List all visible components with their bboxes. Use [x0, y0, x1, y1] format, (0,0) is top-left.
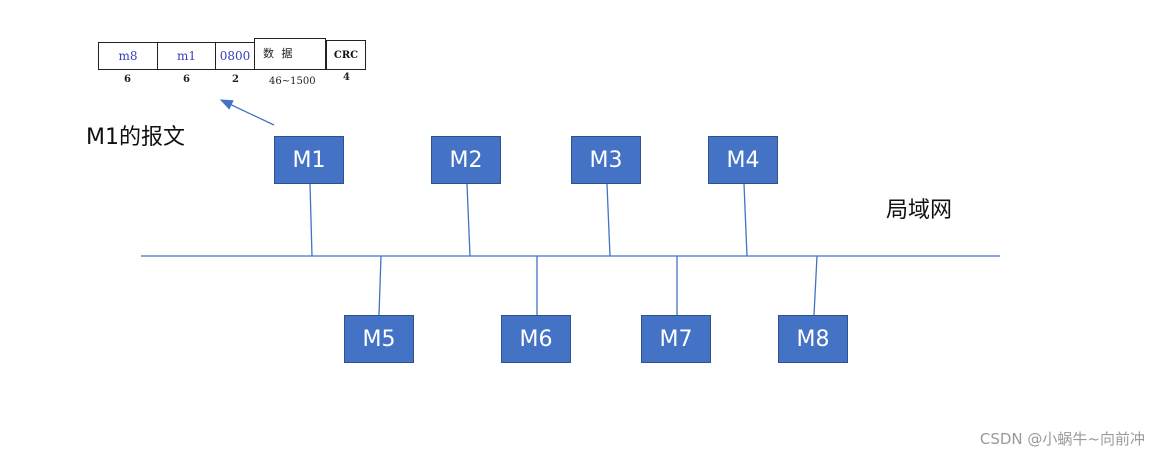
frame-field-type: 0800 [215, 42, 255, 70]
m2-drop-line [466, 183, 471, 257]
m5-drop-line [378, 255, 382, 316]
frame-size-crc: 4 [343, 72, 350, 83]
m8-drop-line [813, 255, 818, 316]
frame-size-dest: 6 [124, 74, 131, 85]
frame-size-type: 2 [232, 74, 239, 85]
message-caption: M1的报文 [86, 125, 185, 150]
node-m3: M3 [571, 136, 641, 184]
m4-drop-line [743, 183, 748, 257]
frame-field-data: 数 据 [254, 38, 326, 70]
node-m5: M5 [344, 315, 414, 363]
message-arrow [219, 99, 275, 126]
lan-label: 局域网 [886, 198, 953, 223]
node-m7: M7 [641, 315, 711, 363]
m1-drop-line [309, 183, 313, 257]
node-m1: M1 [274, 136, 344, 184]
frame-size-src: 6 [183, 74, 190, 85]
frame-field-dest: m8 [98, 42, 158, 70]
node-m6: M6 [501, 315, 571, 363]
node-m8: M8 [778, 315, 848, 363]
frame-size-data: 46~1500 [269, 76, 316, 87]
m3-drop-line [606, 183, 611, 257]
frame-field-crc: CRC [326, 40, 366, 70]
node-m4: M4 [708, 136, 778, 184]
frame-field-src: m1 [157, 42, 216, 70]
node-m2: M2 [431, 136, 501, 184]
watermark: CSDN @小蜗牛~向前冲 [979, 430, 1145, 448]
frame-format-diagram: m8 m1 0800 数 据 CRC 6 6 2 46~1500 4 [98, 38, 368, 88]
